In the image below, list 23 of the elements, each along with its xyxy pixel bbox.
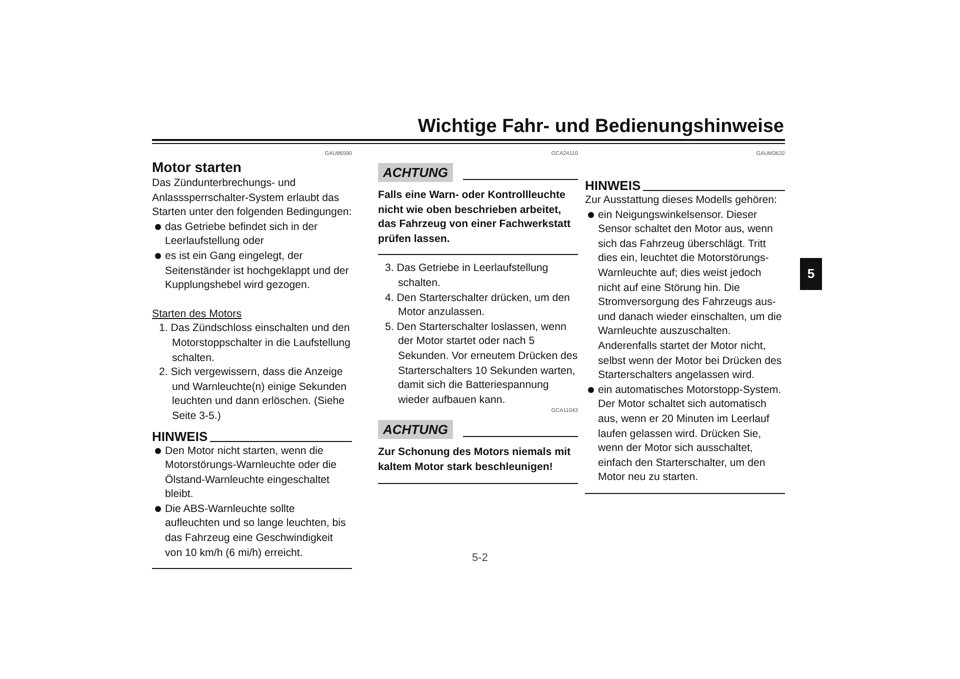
list-item-text: es ist ein Gang eingelegt, der Seitenständer ist hochgeklappt und der Kupplungshebel wird gezogen. xyxy=(165,248,350,293)
numbered-step: 3. Das Getriebe in Leerlaufstellung schalten. xyxy=(378,261,578,291)
caution-label: ACHTUNG xyxy=(378,420,453,440)
section-heading: Motor starten xyxy=(152,159,242,176)
section-tab: 5 xyxy=(800,258,822,290)
caution-label: ACHTUNG xyxy=(378,163,453,182)
caution-text: Zur Schonung des Motors niemals mit kaltem Motor stark beschleunigen! xyxy=(378,445,572,474)
subheading: Starten des Motors xyxy=(152,306,242,322)
paragraph: Zur Ausstattung dieses Modells gehören: xyxy=(585,193,778,208)
list-item-text: Den Motor nicht starten, wenn die Motorstörungs-Warnleuchte oder die Ölstand-Warnleuchte eingeschaltet bleibt. xyxy=(165,444,338,502)
numbered-step: 5. Den Starterschalter loslassen, wenn der Motor startet oder nach 5 Sekunden. Vor erneutem Drücken des Starterschalters 10 Sekunden warten, damit sich die Batteriespannung wieder aufbauen kann. xyxy=(378,320,578,408)
list-item-text: ein automatisches Motorstopp-System. Der Motor schaltet sich automatisch aus, wenn er 20 Minuten im Leerlauf laufen gelassen wird. Drücken Sie, wenn der Motor sich ausschaltet, einfach den Starterschalter, um den Motor neu zu starten. xyxy=(598,382,782,485)
note-heading: HINWEIS xyxy=(585,178,641,193)
caution-text: Falls eine Warn- oder Kontrollleuchte nicht wie oben beschrieben arbeitet, das Fahrzeug von einer Fachwerkstatt prüfen lassen. xyxy=(378,188,572,246)
page-header-title: Wichtige Fahr- und Bedienungshinweise xyxy=(418,116,784,138)
numbered-step: 1. Das Zündschloss einschalten und den Motorstoppschalter in die Laufstellung schalten. xyxy=(152,321,352,366)
note-heading: HINWEIS xyxy=(152,428,208,444)
list-item-text: ein Neigungswinkelsensor. Dieser Sensor schaltet den Motor aus, wenn sich das Fahrzeug überschlägt. Tritt dies ein, leuchtet die Motorstörungs-Warnleuchte auf; dies weist jedoch nicht auf eine Störung hin. Die Stromversorgung des Fahrzeugs aus- und danach wieder einschalten, um die Warnleuchte auszuschalten. Anderenfalls startet der Motor nicht, selbst wenn der Motor bei Drücken des Starterschalters angelassen wird. xyxy=(598,208,783,383)
page-number: 5-2 xyxy=(472,552,488,564)
list-item-text: Die ABS-Warnleuchte sollte aufleuchten und so lange leuchten, bis das Fahrzeug eine Geschwindigkeit von 10 km/h (6 mi/h) erreicht. xyxy=(165,502,347,560)
numbered-step: 4. Den Starterschalter drücken, um den Motor anzulassen. xyxy=(378,290,578,320)
paragraph: Das Zündunterbrechungs- und Anlasssperrschalter-System erlaubt das Starten unter den folgenden Bedingungen: xyxy=(152,176,352,220)
numbered-step: 2. Sich vergewissern, dass die Anzeige und Warnleuchte(n) einige Sekunden leuchten und dann erlöschen. (Siehe Seite 3-5.) xyxy=(152,365,352,424)
